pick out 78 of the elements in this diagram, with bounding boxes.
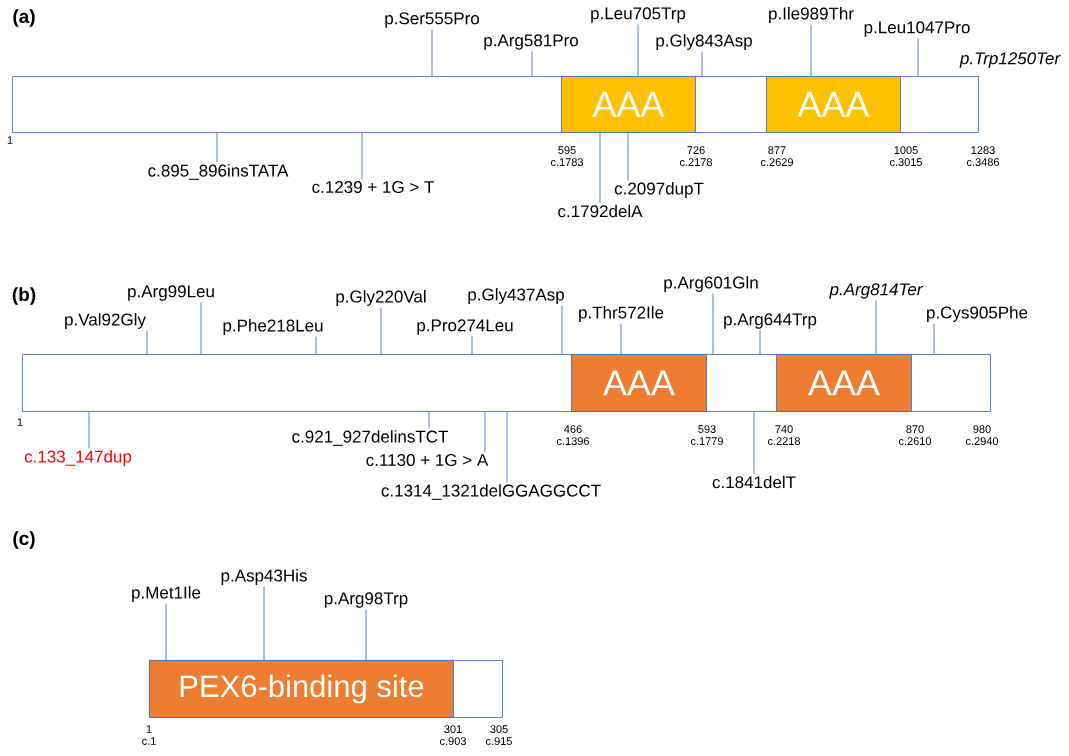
mutation-label: p.Leu1047Pro bbox=[864, 21, 970, 37]
leader-line bbox=[531, 50, 533, 77]
leader-line bbox=[917, 37, 919, 77]
position-label: 305 c.915 bbox=[486, 725, 512, 745]
leader-line bbox=[428, 411, 430, 429]
leader-line bbox=[263, 586, 265, 661]
panel-label: (a) bbox=[13, 9, 35, 27]
mutation-label: p.Cys905Phe bbox=[927, 306, 1028, 322]
leader-line bbox=[627, 132, 629, 181]
mutation-label: p.Arg601Gln bbox=[664, 276, 758, 292]
position-label: 980 c.2940 bbox=[965, 425, 999, 445]
mutation-label: p.Asp43His bbox=[221, 569, 307, 585]
mutation-label: p.Pro274Leu bbox=[417, 319, 513, 335]
leader-line bbox=[88, 411, 90, 449]
position-label: 726 c.2178 bbox=[679, 146, 713, 166]
domain-box: AAA bbox=[561, 76, 696, 133]
leader-line bbox=[753, 411, 755, 475]
domain-box: AAA bbox=[776, 354, 912, 412]
mutation-label: c.1314_1321delGGAGGCCT bbox=[381, 484, 601, 500]
mutation-label: c.133_147dup bbox=[24, 450, 132, 466]
domain-box: AAA bbox=[571, 354, 707, 412]
mutation-label: p.Thr572Ile bbox=[579, 306, 664, 322]
leader-line bbox=[216, 132, 218, 163]
leader-line bbox=[875, 299, 877, 355]
position-label: 593 c.1779 bbox=[690, 425, 723, 445]
leader-line bbox=[759, 329, 761, 355]
leader-line bbox=[933, 323, 935, 355]
leader-line bbox=[315, 336, 317, 355]
position-label: 1005 c.3015 bbox=[889, 146, 923, 166]
leader-line bbox=[810, 24, 812, 77]
leader-line bbox=[620, 323, 622, 355]
mutation-label: c.1841delT bbox=[712, 475, 796, 489]
leader-line bbox=[380, 307, 382, 355]
leader-line bbox=[431, 28, 433, 77]
position-label: 1 c.1 bbox=[142, 725, 156, 745]
mutation-label: c.895_896insTATA bbox=[148, 164, 289, 180]
mutation-label: p.Gly437Asp bbox=[468, 288, 564, 304]
mutation-label: c.1792delA bbox=[558, 204, 643, 218]
mutation-label: p.Gly843Asp bbox=[656, 34, 752, 50]
mutation-label: c.921_927delinsTCT bbox=[292, 430, 448, 446]
mutation-label: p.Val92Gly bbox=[65, 313, 146, 329]
mutation-label: p.Arg644Trp bbox=[724, 313, 817, 329]
mutation-label: p.Arg98Trp bbox=[324, 592, 408, 608]
leader-line bbox=[561, 305, 563, 355]
leader-line bbox=[637, 23, 639, 77]
leader-line bbox=[506, 411, 508, 483]
leader-line bbox=[165, 603, 167, 661]
mutation-label: c.1239 + 1G > T bbox=[312, 181, 434, 194]
leader-line bbox=[471, 335, 473, 355]
domain-box: PEX6-binding site bbox=[149, 660, 454, 718]
leader-line bbox=[365, 608, 367, 661]
leader-line bbox=[599, 132, 601, 204]
position-label: 870 c.2610 bbox=[898, 425, 932, 445]
leader-line bbox=[200, 301, 202, 355]
mutation-label: p.Arg814Ter bbox=[829, 283, 924, 299]
leader-line bbox=[361, 132, 363, 180]
leader-line bbox=[146, 330, 148, 355]
mutation-label: p.Leu705Trp bbox=[591, 7, 686, 23]
leader-line bbox=[484, 411, 486, 453]
mutation-label: p.Gly220Val bbox=[336, 290, 426, 306]
position-label: 1283 c.3486 bbox=[966, 146, 1000, 166]
position-label: 877 c.2629 bbox=[760, 146, 793, 166]
panel-label: (c) bbox=[13, 531, 35, 549]
mutation-label: p.Arg581Pro bbox=[484, 34, 578, 50]
leader-line bbox=[701, 51, 703, 77]
leader-line bbox=[712, 293, 714, 355]
domain-box: AAA bbox=[766, 76, 901, 133]
position-label: 1 bbox=[17, 418, 23, 426]
mutation-label: p.Met1Ile bbox=[132, 586, 201, 602]
mutation-label: p.Arg99Leu bbox=[128, 285, 214, 301]
mutation-label: c.2097dupT bbox=[614, 182, 704, 198]
mutation-label: p.Ser555Pro bbox=[385, 12, 479, 28]
position-label: 1 bbox=[7, 136, 13, 144]
mutation-label: p.Phe218Leu bbox=[223, 319, 323, 335]
position-label: 301 c.903 bbox=[440, 725, 466, 745]
mutation-label: c.1130 + 1G > A bbox=[366, 454, 489, 467]
mutation-label: p.Ile989Thr bbox=[769, 7, 854, 23]
panel-label: (b) bbox=[12, 287, 36, 305]
